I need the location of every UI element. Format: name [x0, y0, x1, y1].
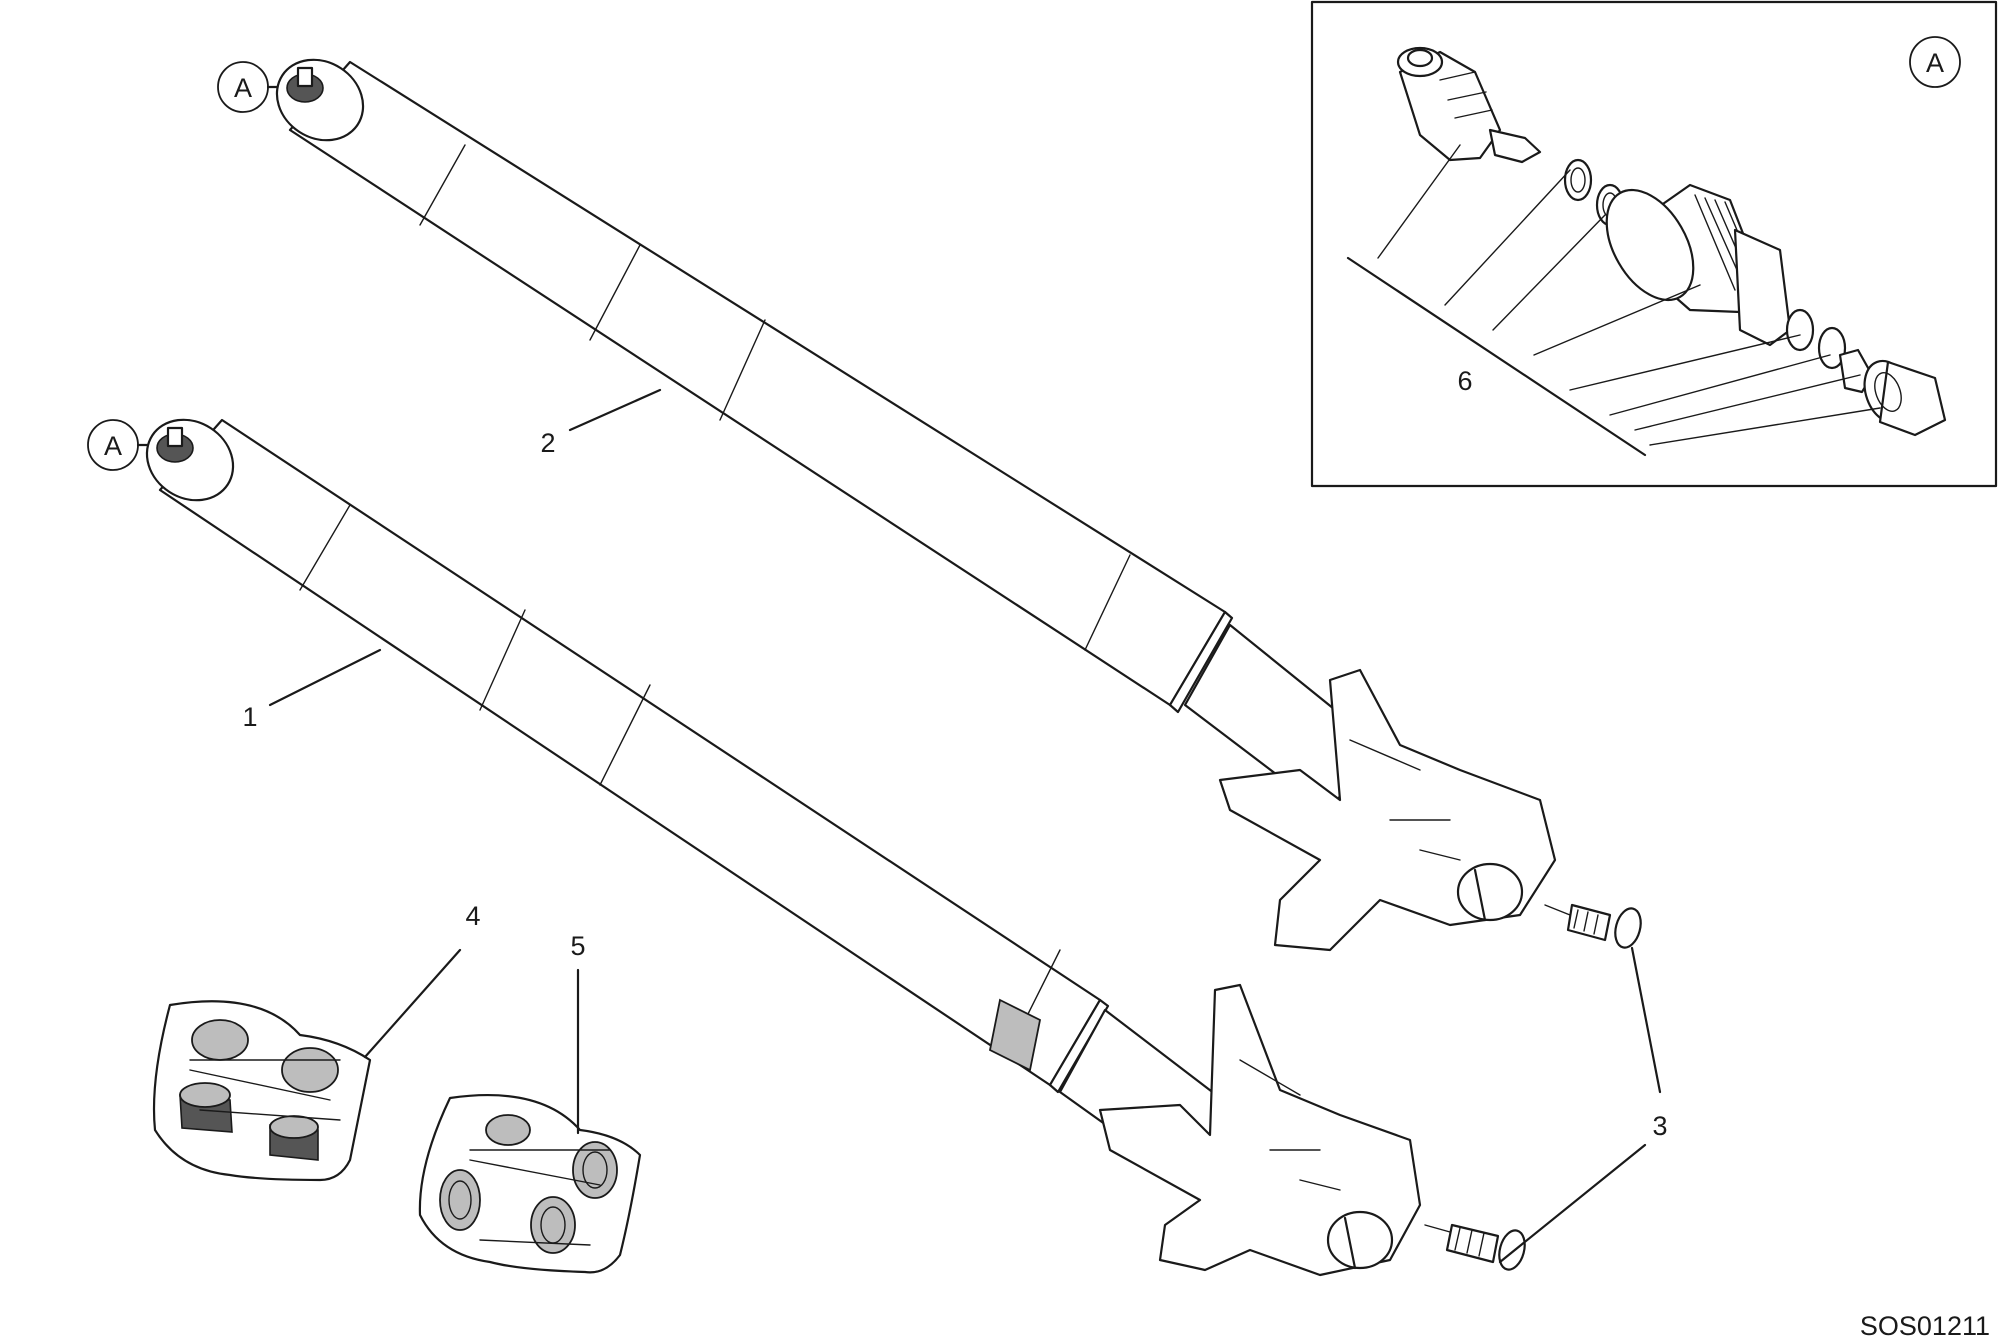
kit-5-seal-b: [572, 1141, 618, 1199]
label-4: 4: [465, 901, 480, 931]
leader-1: [268, 648, 382, 707]
leader-3: [1498, 946, 1662, 1264]
kit-5-seal-a: [485, 1114, 531, 1146]
label-2: 2: [540, 428, 555, 458]
group-bracket-line: [1346, 256, 1647, 457]
kit-4-bush-b: [281, 1047, 339, 1093]
axle-foot-2: [1218, 668, 1557, 952]
washer-d: [1817, 326, 1847, 370]
label-3: 3: [1652, 1111, 1667, 1141]
fork-leg-1: A 1: [87, 418, 1422, 1277]
kit-5: 5: [418, 931, 642, 1274]
leader-4: [363, 948, 462, 1059]
kit-5-bag: [418, 1093, 642, 1274]
washer-a: [1563, 158, 1593, 202]
ohlins-badge: [988, 998, 1042, 1072]
bush: [1863, 359, 1947, 437]
screw-lower-shank: [1445, 1223, 1500, 1264]
callout-letter-a-upper: A: [234, 73, 252, 103]
drawing-code: SOS01211: [1860, 1311, 1990, 1341]
axle-foot-1: [1098, 983, 1422, 1277]
screw-upper-head: [1614, 907, 1642, 949]
washer-c: [1785, 308, 1815, 352]
label-1: 1: [242, 702, 257, 732]
kit-4: 4: [152, 901, 481, 1182]
inset-frame: [1310, 0, 1998, 488]
label-5: 5: [570, 931, 585, 961]
screw-lower-head: [1498, 1229, 1526, 1271]
label-6: 6: [1457, 366, 1472, 396]
detail-a-inset: A 6: [1310, 0, 1998, 488]
fork-cap: [1605, 183, 1792, 347]
kit-5-seal-d: [530, 1196, 576, 1254]
inset-callout-circle: [1909, 36, 1961, 88]
leader-2: [568, 388, 662, 432]
kit-4-bush-a: [191, 1019, 249, 1061]
kit-5-seal-c: [439, 1169, 481, 1231]
inset-callout-letter: A: [1926, 48, 1944, 78]
screw-upper-shank: [1566, 903, 1612, 942]
callout-letter-a-lower: A: [104, 431, 122, 461]
fork-leg-2: A 2: [217, 58, 1557, 952]
adjuster-knob: [1396, 46, 1542, 164]
screws-3: 3: [1424, 903, 1668, 1271]
